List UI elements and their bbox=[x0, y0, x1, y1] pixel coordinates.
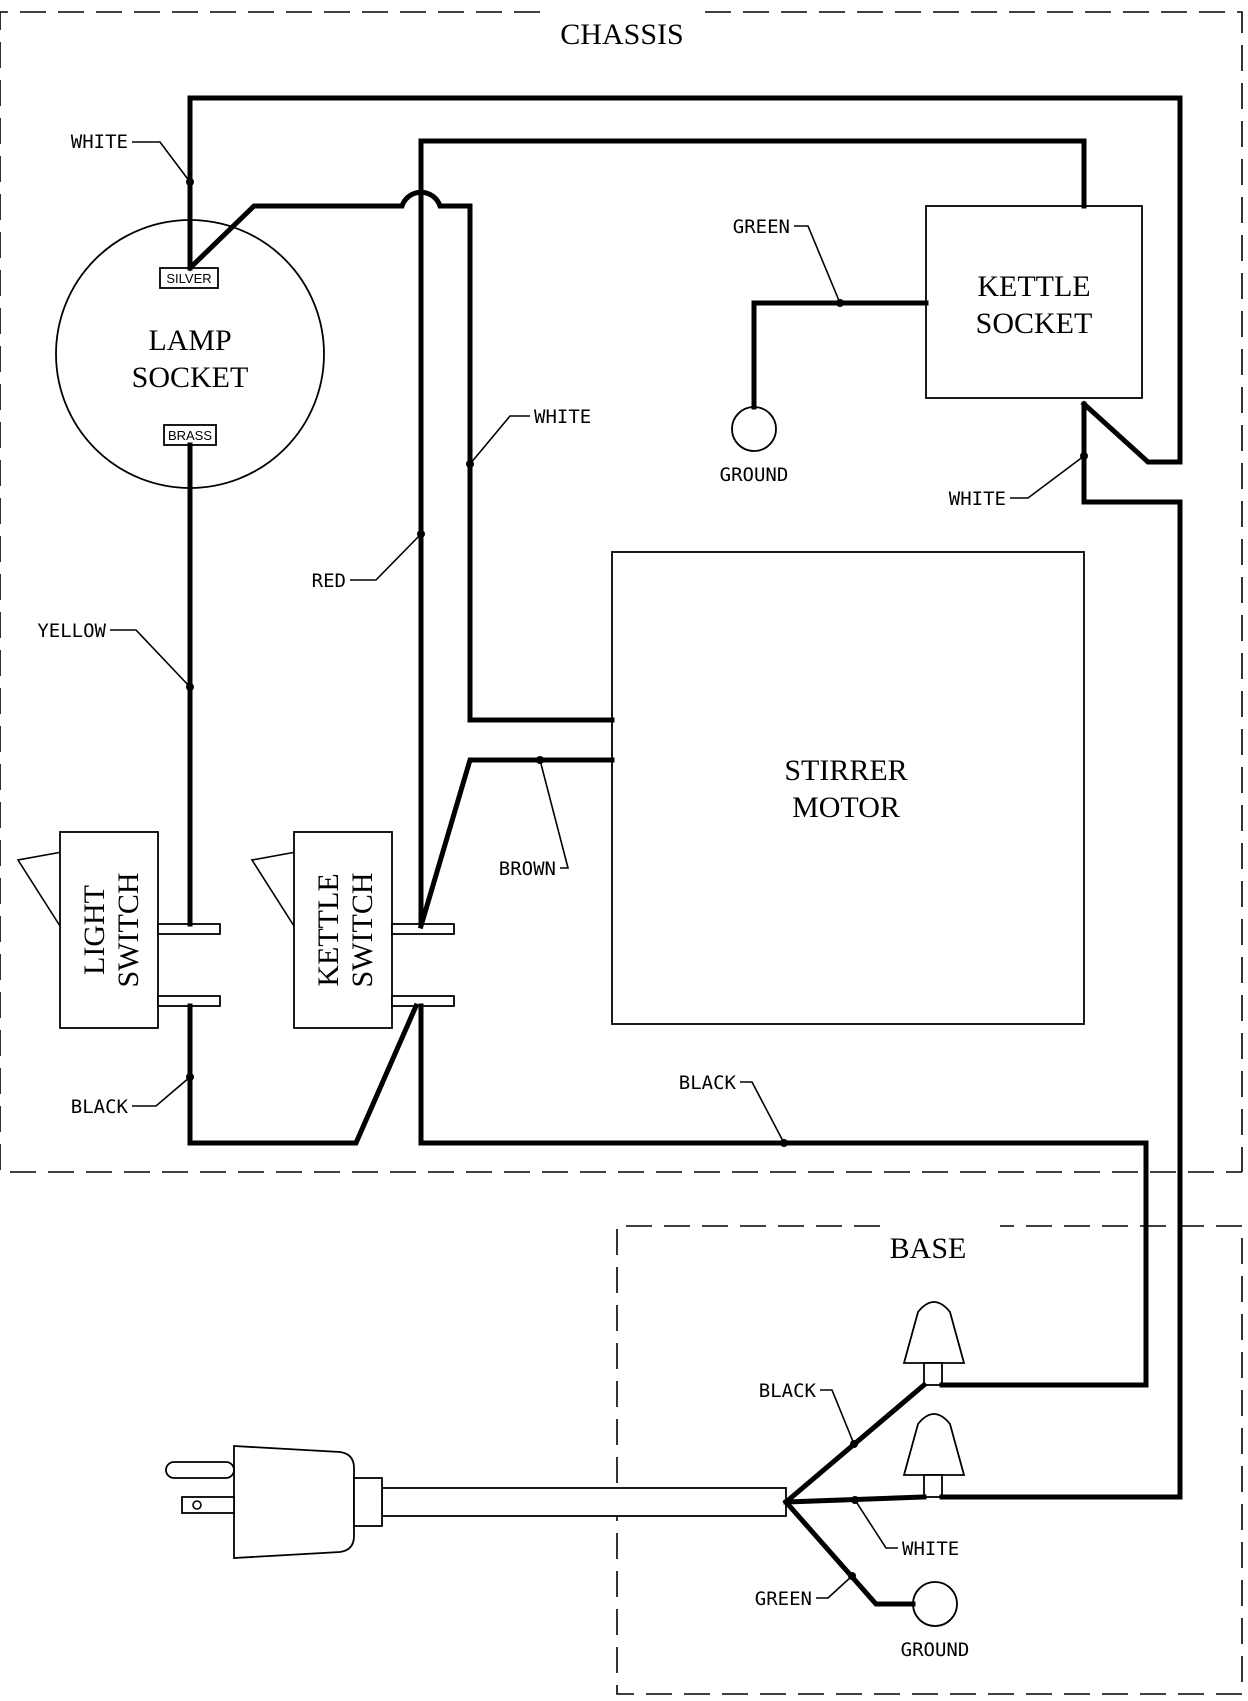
label-yellow: YELLOW bbox=[37, 620, 106, 642]
label-white-right: WHITE bbox=[949, 488, 1006, 510]
label-green-top: GREEN bbox=[733, 216, 790, 238]
lamp-socket-label-1: LAMP bbox=[148, 324, 231, 357]
base-boundary bbox=[616, 1225, 1243, 1695]
label-ground-top: GROUND bbox=[720, 464, 789, 486]
light-switch bbox=[16, 831, 221, 1029]
label-brown: BROWN bbox=[499, 858, 556, 880]
chassis-title: CHASSIS bbox=[560, 18, 683, 51]
power-plug bbox=[165, 1445, 787, 1559]
light-switch-label-1: LIGHT bbox=[78, 885, 111, 975]
stirrer-motor bbox=[611, 551, 1085, 1025]
ground-symbol-base bbox=[912, 1581, 958, 1627]
label-black-left: BLACK bbox=[71, 1096, 129, 1118]
label-black-mid: BLACK bbox=[679, 1072, 737, 1094]
wire-nut-upper bbox=[902, 1301, 966, 1386]
ground-symbol-top bbox=[731, 406, 777, 452]
leader-lines bbox=[110, 141, 1085, 1599]
kettle-socket bbox=[925, 205, 1143, 399]
label-green-base: GREEN bbox=[755, 1588, 812, 1610]
label-white-base: WHITE bbox=[902, 1538, 959, 1560]
kettle-switch-label-2: SWITCH bbox=[346, 873, 379, 988]
kettle-switch bbox=[250, 831, 455, 1029]
stirrer-motor-label-1: STIRRER bbox=[784, 754, 907, 787]
stirrer-motor-label-2: MOTOR bbox=[792, 791, 900, 824]
wire-nut-lower bbox=[902, 1413, 966, 1498]
chassis-boundary bbox=[0, 11, 1243, 1173]
label-ground-base: GROUND bbox=[901, 1639, 970, 1661]
kettle-socket-label-2: SOCKET bbox=[976, 307, 1093, 340]
light-switch-label-2: SWITCH bbox=[112, 873, 145, 988]
label-black-base: BLACK bbox=[759, 1380, 817, 1402]
kettle-switch-label-1: KETTLE bbox=[312, 873, 345, 986]
brass-terminal-label: BRASS bbox=[168, 428, 212, 443]
silver-terminal-label: SILVER bbox=[166, 271, 211, 286]
base-title: BASE bbox=[890, 1232, 967, 1265]
wires bbox=[186, 95, 1183, 1607]
label-white-top: WHITE bbox=[71, 131, 128, 153]
label-red: RED bbox=[312, 570, 346, 592]
label-white-mid: WHITE bbox=[534, 406, 591, 428]
kettle-socket-label-1: KETTLE bbox=[977, 270, 1090, 303]
lamp-socket-label-2: SOCKET bbox=[132, 361, 249, 394]
